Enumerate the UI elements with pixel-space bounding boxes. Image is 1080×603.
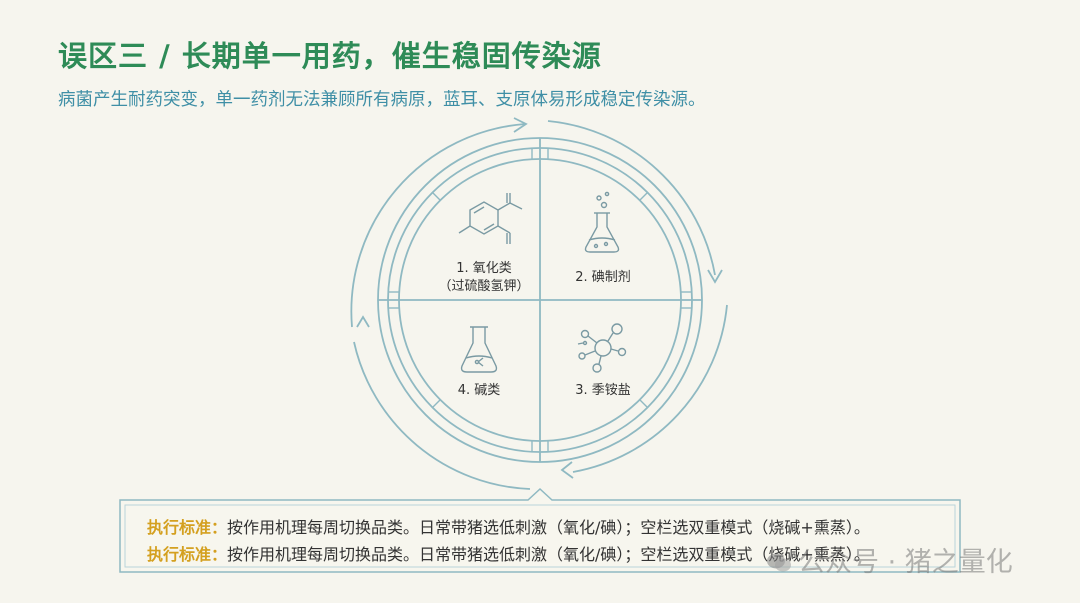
flask-icon bbox=[584, 191, 620, 253]
beaker-icon bbox=[460, 326, 498, 373]
arrowhead-right bbox=[707, 269, 723, 284]
arrowhead-bottom bbox=[560, 461, 574, 479]
quadrant-1-label: 1. 氧化类 bbox=[456, 261, 512, 276]
molecule-network-icon bbox=[577, 323, 627, 373]
quadrant-4-label: 4. 碱类 bbox=[458, 383, 501, 398]
page-title: 误区三 / 长期单一用药，催生稳固传染源 bbox=[58, 39, 602, 73]
watermark: 公众号 · 猪之量化 bbox=[766, 540, 1013, 579]
watermark-text: 公众号 · 猪之量化 bbox=[798, 547, 1013, 578]
quadrant-3-label: 3. 季铵盐 bbox=[575, 383, 631, 398]
outer-arc-bottom-left bbox=[353, 341, 531, 490]
execution-standard-callout: 执行标准：按作用机理每周切换品类。日常带猪选低刺激（氧化/碘）；空栏选双重模式（… bbox=[118, 486, 962, 574]
callout-frame bbox=[119, 487, 961, 573]
outer-arc-bottom-right bbox=[572, 304, 728, 473]
outer-arc-top-left bbox=[350, 123, 526, 328]
page-subtitle: 病菌产生耐药突变，单一药剂无法兼顾所有病原，蓝耳、支原体易形成稳定传染源。 bbox=[58, 90, 706, 110]
quadrant-1-sublabel: （过硫酸氢钾） bbox=[438, 279, 529, 294]
arrowhead-top bbox=[513, 117, 528, 133]
callout-line-2: 执行标准：按作用机理每周切换品类。日常带猪选低刺激（氧化/碘）；空栏选双重模式（… bbox=[147, 541, 870, 565]
quadrant-2-label: 2. 碘制剂 bbox=[575, 270, 631, 285]
callout-text-1: 按作用机理每周切换品类。日常带猪选低刺激（氧化/碘）；空栏选双重模式（烧碱+熏蒸… bbox=[227, 518, 870, 537]
callout-label-1: 执行标准： bbox=[147, 518, 228, 537]
arrowhead-left bbox=[356, 315, 370, 328]
callout-text-2: 按作用机理每周切换品类。日常带猪选低刺激（氧化/碘）；空栏选双重模式（烧碱+熏蒸… bbox=[227, 545, 870, 564]
callout-line-1: 执行标准：按作用机理每周切换品类。日常带猪选低刺激（氧化/碘）；空栏选双重模式（… bbox=[147, 514, 870, 538]
callout-label-2: 执行标准： bbox=[147, 545, 228, 564]
wechat-icon bbox=[767, 553, 791, 572]
molecule-structure-icon bbox=[458, 193, 523, 244]
outer-arc-right bbox=[547, 120, 716, 276]
